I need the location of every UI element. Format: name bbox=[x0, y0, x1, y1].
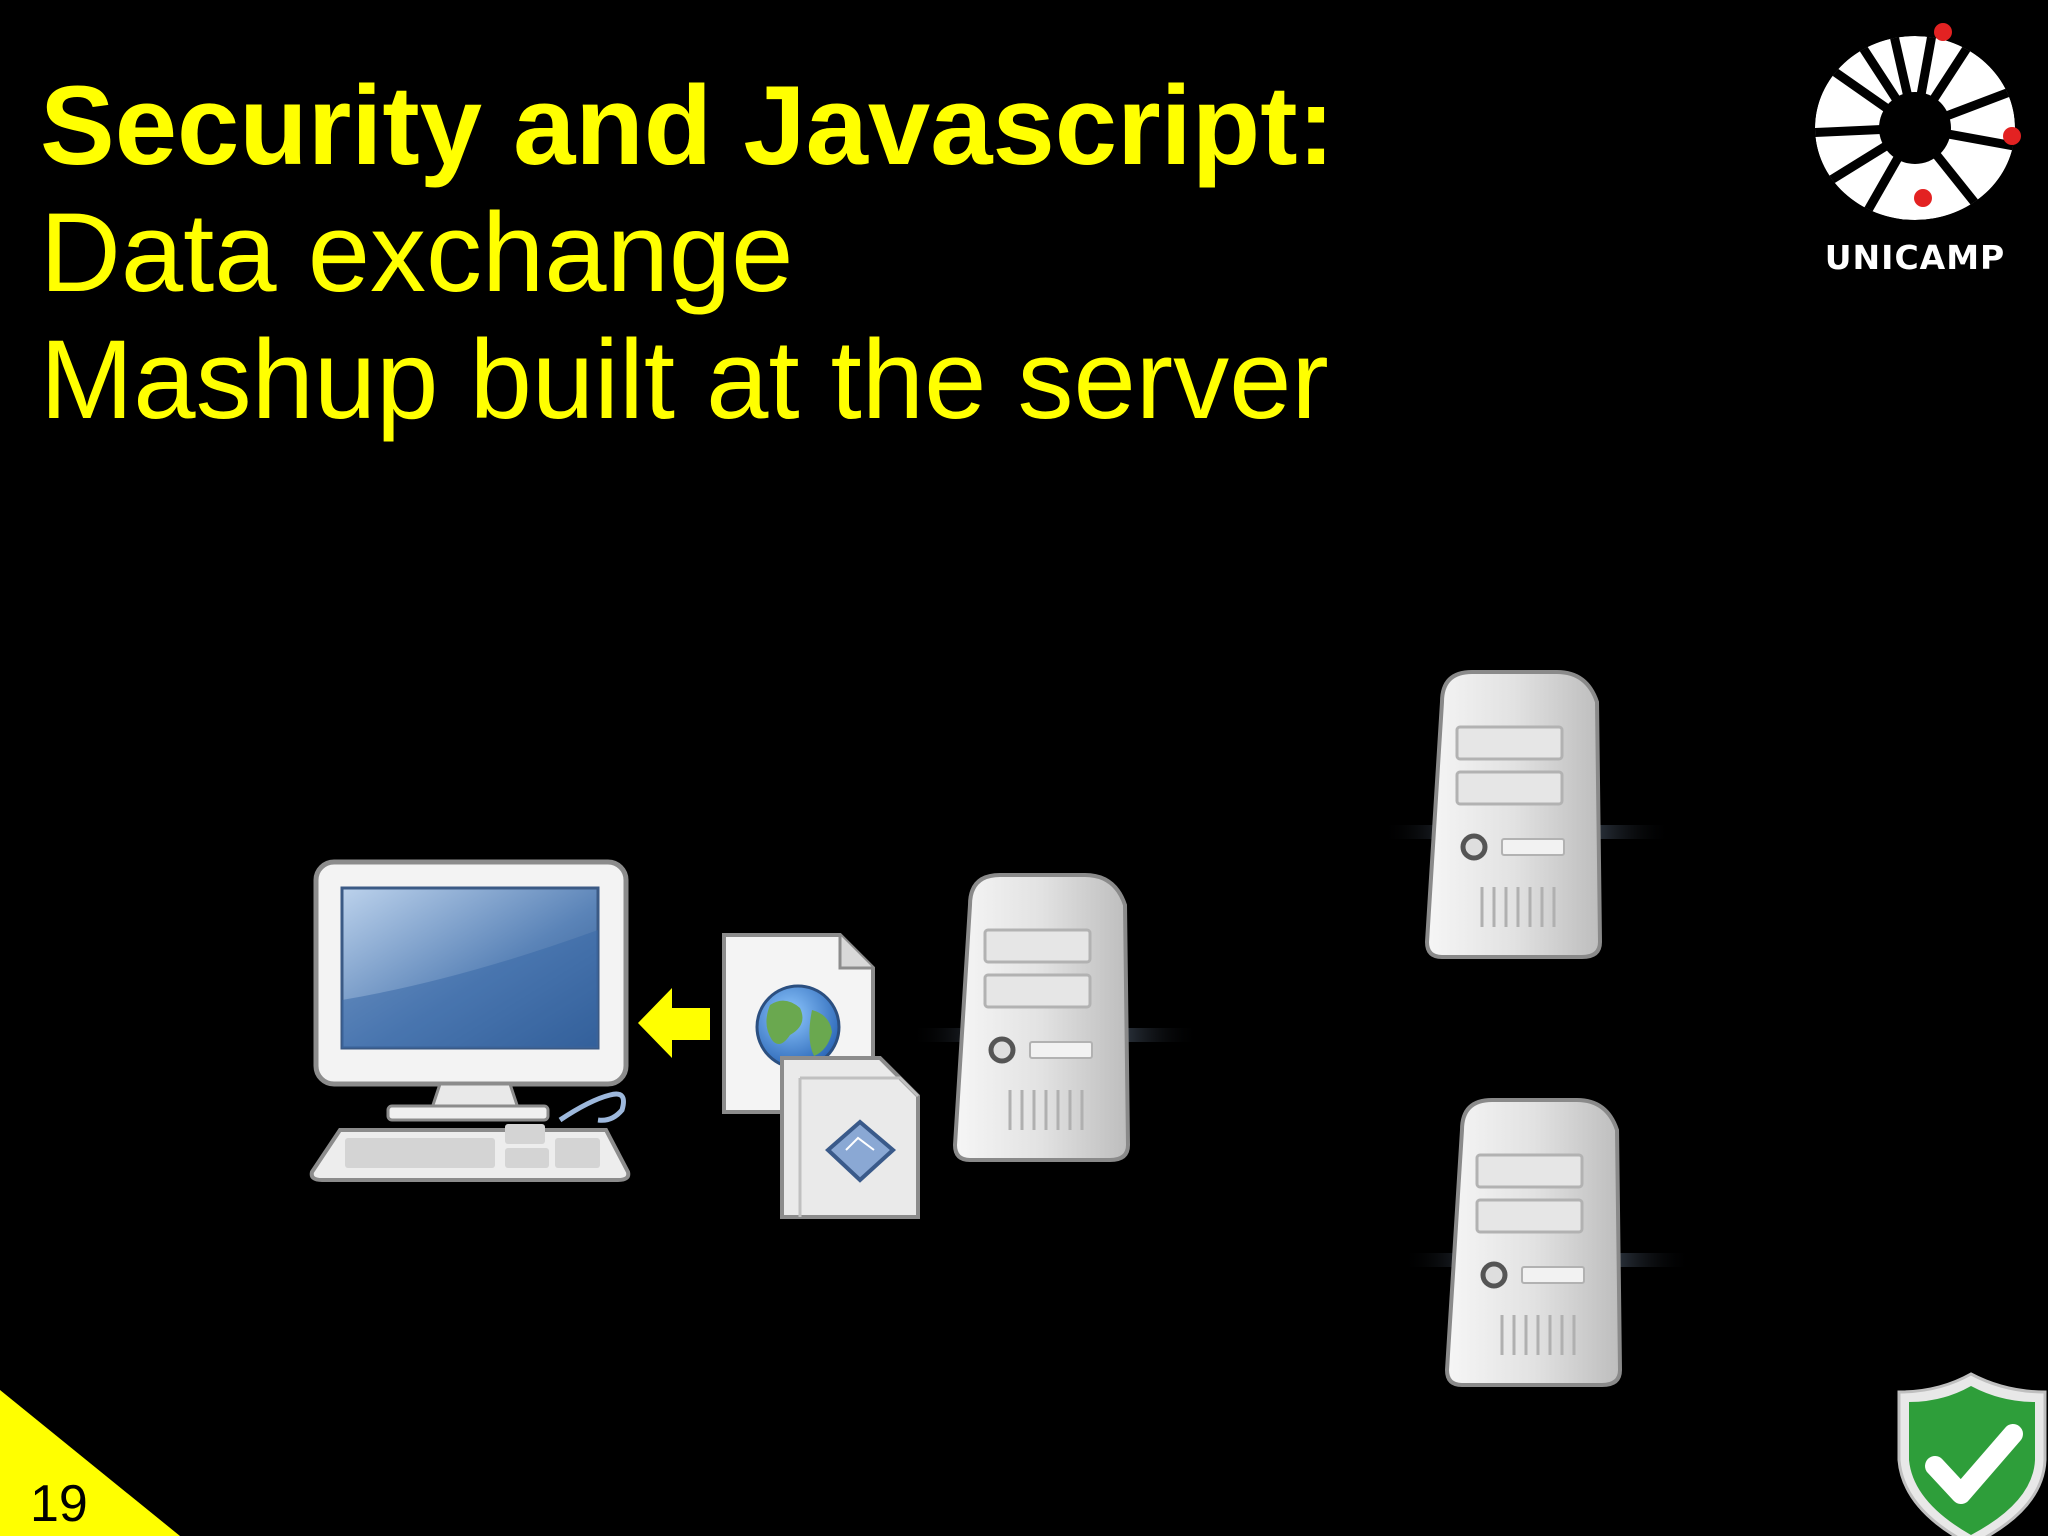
slide-title-block: Security and Javascript: Data exchange M… bbox=[40, 62, 1335, 443]
mashup-server-icon bbox=[910, 875, 1200, 1160]
shield-check-icon bbox=[1897, 1372, 2047, 1536]
remote-server-2-icon bbox=[1402, 1100, 1692, 1385]
slide-number: 19 bbox=[30, 1475, 88, 1533]
client-computer-icon bbox=[309, 859, 631, 1182]
slide-subtitle-1: Data exchange bbox=[40, 190, 794, 315]
slide-subtitle-2: Mashup built at the server bbox=[40, 317, 1329, 442]
left-arrow-icon bbox=[638, 988, 710, 1058]
slide-number-corner bbox=[0, 1390, 180, 1536]
remote-server-1-icon bbox=[1382, 672, 1672, 957]
unicamp-logo-icon bbox=[1815, 23, 2021, 220]
slide-title: Security and Javascript: bbox=[40, 63, 1335, 188]
document-icon bbox=[780, 1056, 920, 1219]
unicamp-logo-text: UNICAMP bbox=[1824, 238, 2006, 277]
